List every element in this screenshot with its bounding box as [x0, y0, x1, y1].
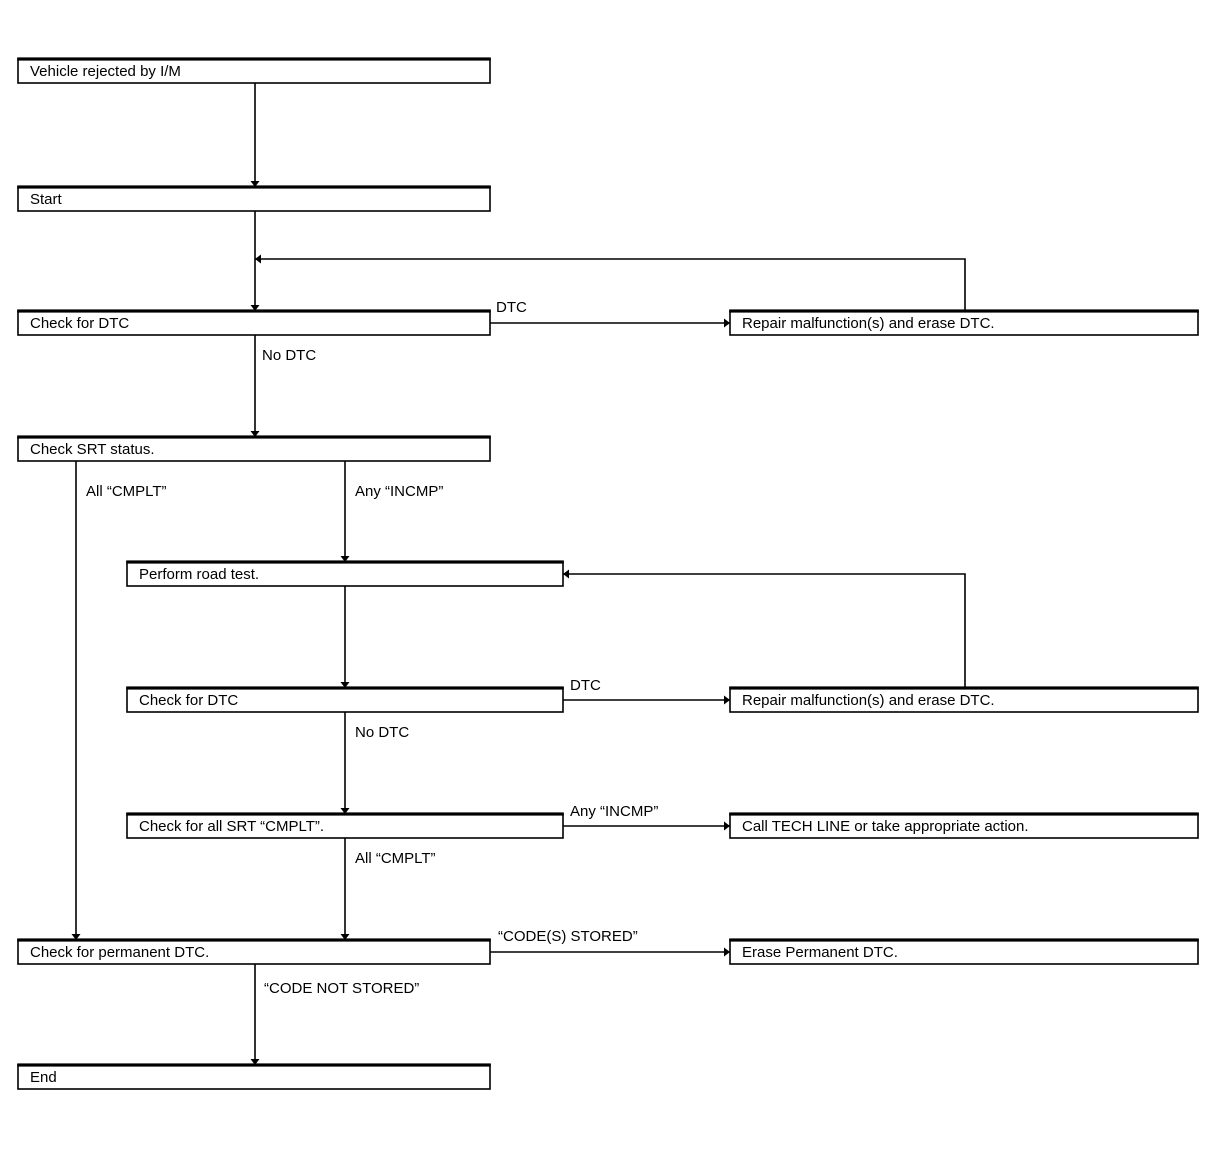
node-label: Vehicle rejected by I/M: [30, 63, 181, 80]
edge-arrowhead: [724, 695, 730, 705]
edge-arrowhead: [340, 808, 350, 814]
flow-edge-srt-any-incmp-to-road-test: Any “INCMP”: [340, 461, 443, 562]
edge-arrowhead: [724, 821, 730, 831]
node-top-rule: [17, 938, 491, 942]
node-box: [17, 939, 491, 965]
node-label: Check SRT status.: [30, 441, 155, 458]
edge-path: [563, 573, 966, 688]
flow-node-end[interactable]: End: [17, 1063, 491, 1090]
flow-node-call-tech-line[interactable]: Call TECH LINE or take appropriate actio…: [729, 812, 1199, 839]
edge-arrowhead: [255, 254, 261, 264]
flow-node-check-srt-status[interactable]: Check SRT status.: [17, 435, 491, 462]
flow-node-repair-malfunctions-1[interactable]: Repair malfunction(s) and erase DTC.: [729, 309, 1199, 336]
edge-arrowhead: [71, 934, 81, 940]
flow-node-check-for-dtc-2[interactable]: Check for DTC: [126, 686, 564, 713]
node-box: [17, 58, 491, 84]
flow-edge-repair-1-feedback: [255, 254, 966, 311]
node-top-rule: [126, 560, 564, 564]
flow-edge-road-test-to-check-dtc-2: [340, 586, 350, 688]
edge-arrowhead: [250, 431, 260, 437]
flow-edge-check-dtc-1-to-srt: No DTC: [250, 335, 316, 437]
flow-edge-srt-cmplt-all-to-permanent: All “CMPLT”: [340, 838, 436, 940]
edge-label: All “CMPLT”: [86, 483, 167, 500]
edge-label: Any “INCMP”: [570, 803, 658, 820]
node-box: [126, 687, 564, 713]
flow-node-start[interactable]: Start: [17, 185, 491, 212]
edge-arrowhead: [250, 1059, 260, 1065]
flow-edge-srt-all-cmplt-to-permanent: All “CMPLT”: [71, 461, 167, 940]
edge-arrowhead: [250, 181, 260, 187]
node-top-rule: [17, 435, 491, 439]
node-top-rule: [17, 185, 491, 189]
flow-edge-permanent-not-stored-to-end: “CODE NOT STORED”: [250, 964, 419, 1065]
edge-arrowhead: [340, 556, 350, 562]
edge-arrowhead: [340, 682, 350, 688]
edge-label: Any “INCMP”: [355, 483, 443, 500]
node-top-rule: [17, 309, 491, 313]
node-box: [729, 813, 1199, 839]
node-label: Erase Permanent DTC.: [742, 944, 898, 961]
flow-edge-start-to-check-dtc-1: [250, 211, 260, 311]
flow-node-check-all-srt-cmplt[interactable]: Check for all SRT “CMPLT”.: [126, 812, 564, 839]
node-top-rule: [729, 686, 1199, 690]
node-label: Check for DTC: [30, 315, 129, 332]
node-box: [17, 186, 491, 212]
flow-edge-check-dtc-2-to-repair-2: DTC: [563, 677, 730, 705]
node-box: [729, 939, 1199, 965]
node-label: Call TECH LINE or take appropriate actio…: [742, 818, 1029, 835]
node-box: [729, 310, 1199, 336]
flow-node-repair-malfunctions-2[interactable]: Repair malfunction(s) and erase DTC.: [729, 686, 1199, 713]
edge-label: “CODE NOT STORED”: [264, 980, 419, 997]
flow-node-vehicle-rejected[interactable]: Vehicle rejected by I/M: [17, 57, 491, 84]
node-top-rule: [729, 812, 1199, 816]
edge-arrowhead: [250, 305, 260, 311]
edge-arrowhead: [340, 934, 350, 940]
edge-arrowhead: [724, 947, 730, 957]
node-label: Perform road test.: [139, 566, 259, 583]
flow-edge-check-dtc-1-to-repair-1: DTC: [490, 299, 730, 328]
flow-edge-repair-2-feedback: [563, 569, 966, 688]
node-box: [126, 813, 564, 839]
flow-node-check-permanent-dtc[interactable]: Check for permanent DTC.: [17, 938, 491, 965]
node-label: Check for all SRT “CMPLT”.: [139, 818, 324, 835]
flow-edge-check-dtc-2-to-srt-cmplt: No DTC: [340, 712, 409, 814]
node-top-rule: [729, 309, 1199, 313]
edge-label: “CODE(S) STORED”: [498, 928, 638, 945]
flow-edge-permanent-stored-to-erase: “CODE(S) STORED”: [490, 928, 730, 957]
node-label: End: [30, 1069, 57, 1086]
flow-node-check-for-dtc-1[interactable]: Check for DTC: [17, 309, 491, 336]
node-top-rule: [126, 812, 564, 816]
edge-arrowhead: [563, 569, 569, 579]
edge-label: No DTC: [355, 724, 409, 741]
node-box: [17, 436, 491, 462]
node-label: Check for DTC: [139, 692, 238, 709]
node-label: Repair malfunction(s) and erase DTC.: [742, 692, 995, 709]
node-label: Repair malfunction(s) and erase DTC.: [742, 315, 995, 332]
edge-label: DTC: [496, 299, 527, 316]
edge-label: DTC: [570, 677, 601, 694]
node-top-rule: [126, 686, 564, 690]
node-label: Check for permanent DTC.: [30, 944, 209, 961]
node-top-rule: [729, 938, 1199, 942]
edge-label: All “CMPLT”: [355, 850, 436, 867]
node-top-rule: [17, 57, 491, 61]
flow-edge-vehicle-to-start: [250, 83, 260, 187]
flow-edge-srt-cmplt-any-incmp-to-tech-line: Any “INCMP”: [563, 803, 730, 831]
edge-label: No DTC: [262, 347, 316, 364]
node-box: [17, 310, 491, 336]
edge-path: [255, 258, 966, 311]
edge-arrowhead: [724, 318, 730, 328]
node-top-rule: [17, 1063, 491, 1067]
node-label: Start: [30, 191, 63, 208]
flow-node-perform-road-test[interactable]: Perform road test.: [126, 560, 564, 587]
node-box: [17, 1064, 491, 1090]
flow-node-erase-permanent-dtc[interactable]: Erase Permanent DTC.: [729, 938, 1199, 965]
